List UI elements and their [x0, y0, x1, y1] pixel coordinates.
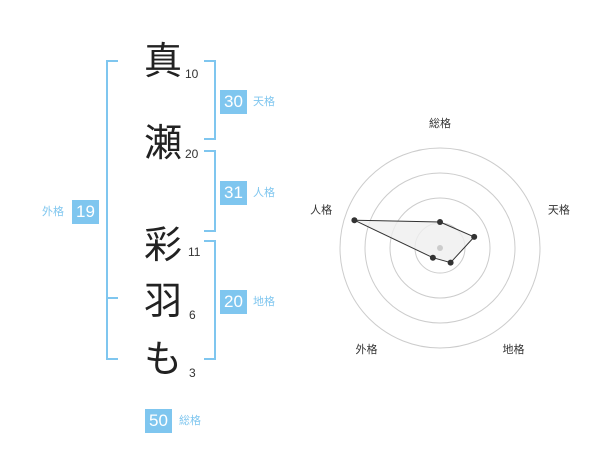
radar-grid-ring-2	[389, 197, 491, 299]
radar-point-2	[447, 259, 454, 266]
jinkaku-bracket	[204, 150, 216, 232]
tenkaku-value: 30	[220, 90, 247, 114]
jinkaku-label: 人格	[253, 186, 275, 199]
stroke-count-5: 3	[189, 366, 196, 380]
name-char-1: 真	[144, 39, 183, 83]
radar-data-area	[354, 219, 476, 264]
tenkaku-bracket	[204, 60, 216, 140]
radar-grid-ring-4	[339, 147, 541, 349]
radar-axis-label-0: 総格	[429, 116, 451, 130]
stroke-count-2: 20	[185, 147, 199, 161]
stroke-count-1: 10	[185, 67, 199, 81]
radar-axis-label-4: 人格	[310, 202, 332, 216]
radar-center-point	[437, 245, 443, 251]
radar-point-4	[351, 217, 358, 224]
chikaku-label: 地格	[253, 295, 275, 308]
gaikaku-bracket-tick	[106, 297, 118, 299]
radar-point-3	[429, 254, 436, 261]
name-char-4: 羽	[144, 279, 183, 323]
name-char-2: 瀬	[144, 121, 183, 165]
tenkaku-label: 天格	[253, 95, 275, 108]
radar-point-0	[437, 219, 443, 225]
name-char-3: 彩	[144, 223, 183, 267]
soukaku-value: 50	[145, 409, 172, 433]
chikaku-value: 20	[220, 290, 247, 314]
radar-point-1	[471, 233, 478, 240]
stroke-count-3: 11	[188, 245, 201, 259]
name-char-5: も	[144, 337, 183, 381]
chikaku-bracket	[204, 240, 216, 360]
gaikaku-value: 19	[72, 200, 99, 224]
gaikaku-bracket	[106, 60, 118, 360]
stroke-count-4: 6	[189, 308, 196, 322]
radar-axis-label-3: 外格	[356, 342, 378, 356]
radar-axis-label-1: 天格	[548, 202, 570, 216]
radar-axis-label-2: 地格	[503, 342, 525, 356]
soukaku-label: 総格	[179, 414, 201, 427]
radar-grid-ring-3	[364, 172, 516, 324]
gaikaku-label: 外格	[42, 205, 64, 218]
jinkaku-value: 31	[220, 181, 247, 205]
